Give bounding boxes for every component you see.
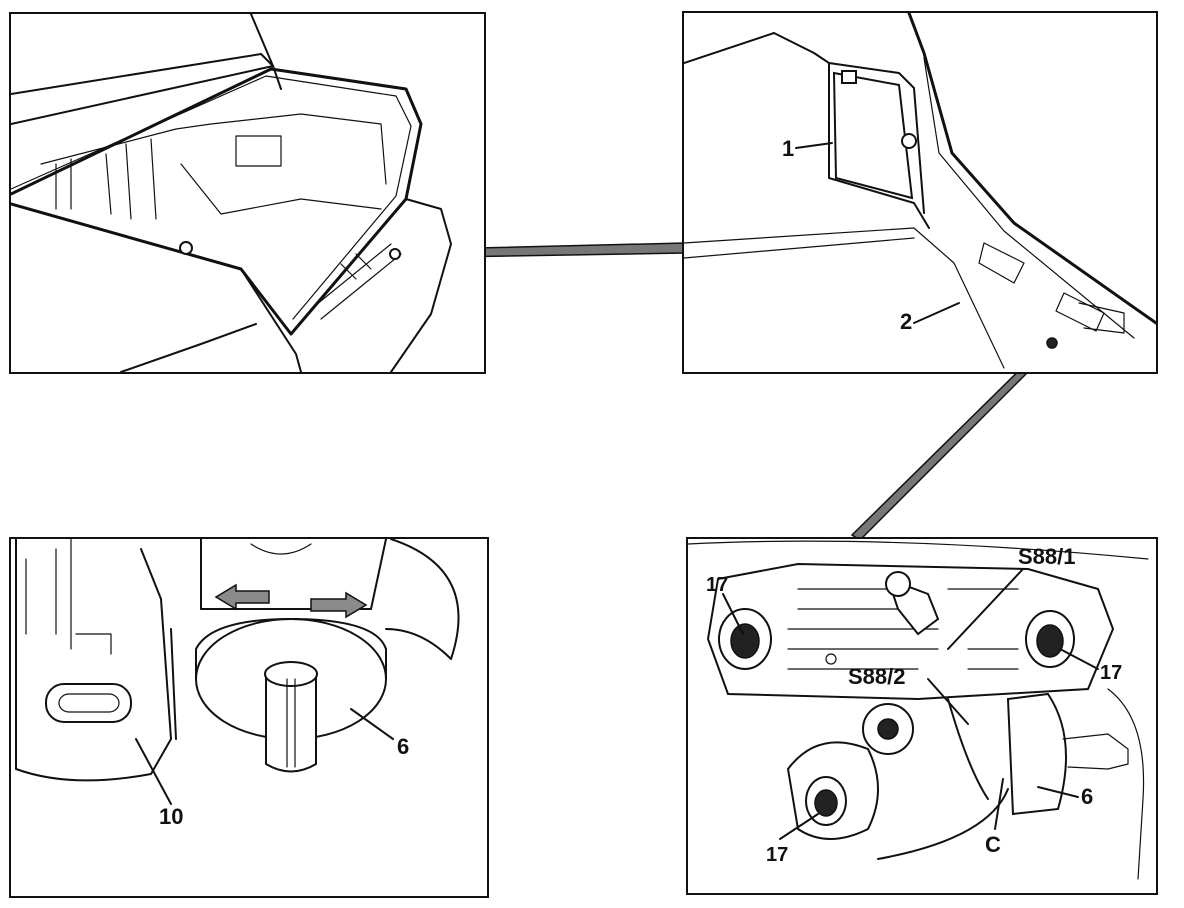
label-6: 6 bbox=[397, 734, 409, 759]
top-edge-curve bbox=[688, 540, 1149, 560]
grommet-17-lower-hole bbox=[814, 789, 838, 817]
trunk-floor bbox=[180, 163, 382, 215]
trunk-interior-back bbox=[40, 113, 387, 185]
striker-plate bbox=[1078, 302, 1125, 334]
arrow-left bbox=[214, 583, 270, 611]
label-s88-2: S88/2 bbox=[848, 664, 906, 689]
tire-arc bbox=[385, 539, 460, 660]
panel-motor-removal: 10 6 bbox=[9, 537, 489, 898]
leader-s88-1 bbox=[947, 568, 1024, 650]
motor-shaft-slot bbox=[286, 678, 296, 768]
switch-assembly-drawing: S88/1 S88/2 17 17 17 6 C bbox=[688, 540, 1149, 880]
bracket-10 bbox=[15, 539, 172, 782]
trunk-seal-inner bbox=[11, 75, 412, 320]
leader-10 bbox=[135, 738, 172, 805]
cover-fastener bbox=[901, 133, 917, 149]
trunk-seal-edge bbox=[907, 13, 1156, 325]
detail-point bbox=[389, 248, 401, 260]
trunk-lid bbox=[11, 53, 274, 125]
trunk-detail-drawing: 1 2 bbox=[684, 13, 1156, 369]
leader-17-left bbox=[722, 593, 744, 635]
trunk-panel-cover bbox=[235, 135, 282, 167]
lid-hinge bbox=[250, 14, 282, 90]
arrow-right bbox=[310, 591, 368, 619]
trunk-floor-mat-2 bbox=[684, 227, 1005, 369]
leader-s88-2 bbox=[927, 678, 969, 725]
switch-s88-2-center bbox=[877, 718, 899, 740]
rear-body bbox=[390, 198, 452, 372]
hub-arc bbox=[250, 543, 312, 555]
label-17-right: 17 bbox=[1100, 662, 1122, 684]
bracket-slot-inner bbox=[58, 693, 120, 713]
panel-switch-assembly: S88/1 S88/2 17 17 17 6 C bbox=[686, 537, 1158, 895]
trunk-seal bbox=[11, 67, 423, 336]
cover-panel-1 bbox=[832, 71, 914, 200]
motor-shaft-top bbox=[264, 661, 318, 687]
cover-clip bbox=[841, 70, 857, 84]
label-6: 6 bbox=[1081, 784, 1093, 809]
trunk-overview-drawing bbox=[11, 14, 452, 372]
cover-panel-edge bbox=[828, 62, 930, 229]
leader-1 bbox=[795, 142, 833, 149]
latch-striker bbox=[310, 243, 402, 320]
plate-hole bbox=[825, 653, 837, 665]
trunk-fastener bbox=[179, 241, 193, 255]
motor-removal-drawing: 10 6 bbox=[15, 539, 460, 829]
seal-inner-edge bbox=[923, 57, 1135, 339]
body-side bbox=[11, 203, 302, 372]
label-s88-1: S88/1 bbox=[1018, 544, 1076, 569]
leader-2 bbox=[913, 302, 960, 324]
leader-17-lower bbox=[779, 813, 819, 840]
label-2: 2 bbox=[900, 309, 912, 334]
detail-point bbox=[1046, 337, 1058, 349]
panel-trunk-detail: 1 2 bbox=[682, 11, 1158, 374]
label-c: C bbox=[985, 832, 1001, 857]
right-body-curve bbox=[1107, 688, 1145, 880]
trunk-ribs bbox=[55, 138, 157, 220]
switch-s88-1-head bbox=[885, 571, 911, 597]
label-10: 10 bbox=[159, 804, 183, 829]
panel-trunk-overview bbox=[9, 12, 486, 374]
leader-17-right bbox=[1059, 648, 1099, 670]
mounting-plate bbox=[706, 562, 1115, 701]
label-17-lower: 17 bbox=[766, 844, 788, 866]
bumper-curve bbox=[120, 323, 257, 372]
motor-connector bbox=[1062, 733, 1129, 770]
motor-top bbox=[195, 618, 387, 680]
hub-body bbox=[200, 539, 387, 610]
motor-6 bbox=[1006, 692, 1067, 816]
grommet-17-left-hole bbox=[730, 623, 760, 659]
plate-ribs bbox=[787, 588, 1019, 670]
leader-6 bbox=[1037, 786, 1079, 798]
leader-6 bbox=[350, 708, 394, 740]
wiring-harness bbox=[877, 698, 1009, 860]
floor-back-edge bbox=[684, 237, 915, 259]
bracket-edge bbox=[170, 628, 177, 740]
label-1: 1 bbox=[782, 136, 794, 161]
grommet-17-right-hole bbox=[1036, 624, 1064, 658]
trunk-rail-brackets bbox=[978, 242, 1105, 332]
bracket-ribs bbox=[25, 539, 112, 655]
leader-c bbox=[994, 778, 1004, 830]
motor-shaft bbox=[265, 673, 317, 773]
label-17-left: 17 bbox=[706, 574, 728, 596]
